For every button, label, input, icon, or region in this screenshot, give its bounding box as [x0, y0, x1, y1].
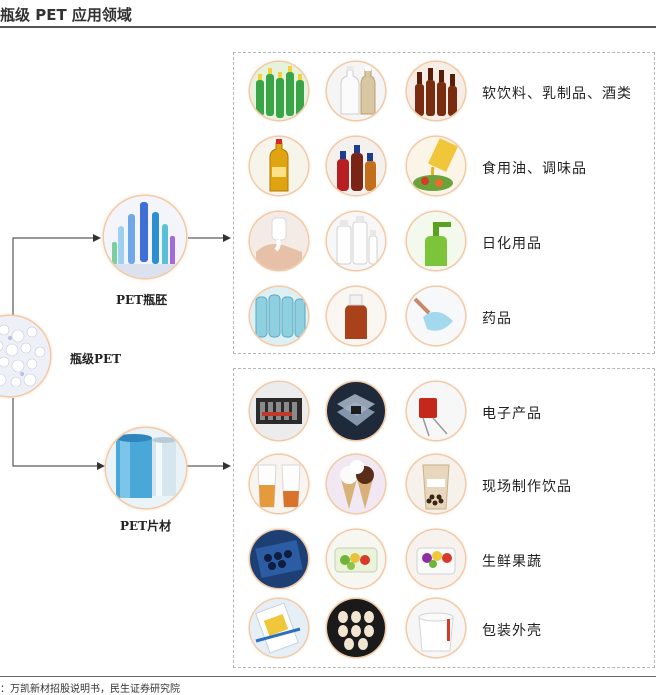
root-to-sheet-arrow [13, 398, 104, 466]
category-label-packaging: 包装外壳 [482, 620, 542, 640]
category-label-daily-chemicals: 日化用品 [482, 233, 542, 253]
component-tray-image [250, 382, 308, 440]
sauce-bottles-image [327, 137, 385, 195]
sheet-roll-image [106, 428, 186, 508]
red-capacitor-image [407, 382, 465, 440]
green-pump-bottle-image [407, 212, 465, 270]
sheet-label: PET片材 [120, 517, 171, 534]
blue-berry-tray-image [250, 530, 308, 588]
device-clamshell-image [327, 382, 385, 440]
root-label: 瓶级PET [70, 350, 121, 367]
category-label-medicine: 药品 [482, 308, 512, 328]
lotion-hand-image [250, 212, 308, 270]
category-label-electronics: 电子产品 [482, 403, 542, 423]
pill-blister-image [407, 287, 465, 345]
root-to-preform-arrow [13, 238, 100, 318]
oil-bottle-image [250, 137, 308, 195]
preform-label: PET瓶胚 [116, 291, 167, 308]
green-bottles-image [250, 62, 308, 120]
preform-image [104, 196, 186, 278]
medicine-bottle-image [327, 287, 385, 345]
ice-cream-cones-image [327, 455, 385, 513]
source-note: ：万凯新材招股说明书，民生证券研究院 [0, 680, 180, 695]
clear-bottles-image [327, 212, 385, 270]
category-label-on-site-drinks: 现场制作饮品 [482, 476, 572, 496]
white-tub-image [407, 599, 465, 657]
card-blister-image [250, 599, 308, 657]
egg-tray-image [327, 599, 385, 657]
salad-box-image [327, 530, 385, 588]
brown-beer-bottles-image [407, 62, 465, 120]
oil-pour-salad-image [407, 137, 465, 195]
juice-cups-image [250, 455, 308, 513]
category-label-soft-drinks: 软饮料、乳制品、酒类 [482, 83, 632, 103]
footer-rule [0, 676, 656, 677]
bubble-tea-image [407, 455, 465, 513]
fruit-cup-image [407, 530, 465, 588]
category-label-oil-condiments: 食用油、调味品 [482, 158, 587, 178]
category-label-fresh-produce: 生鲜果蔬 [482, 551, 542, 571]
milk-bottles-image [327, 62, 385, 120]
blue-vials-image [250, 287, 308, 345]
